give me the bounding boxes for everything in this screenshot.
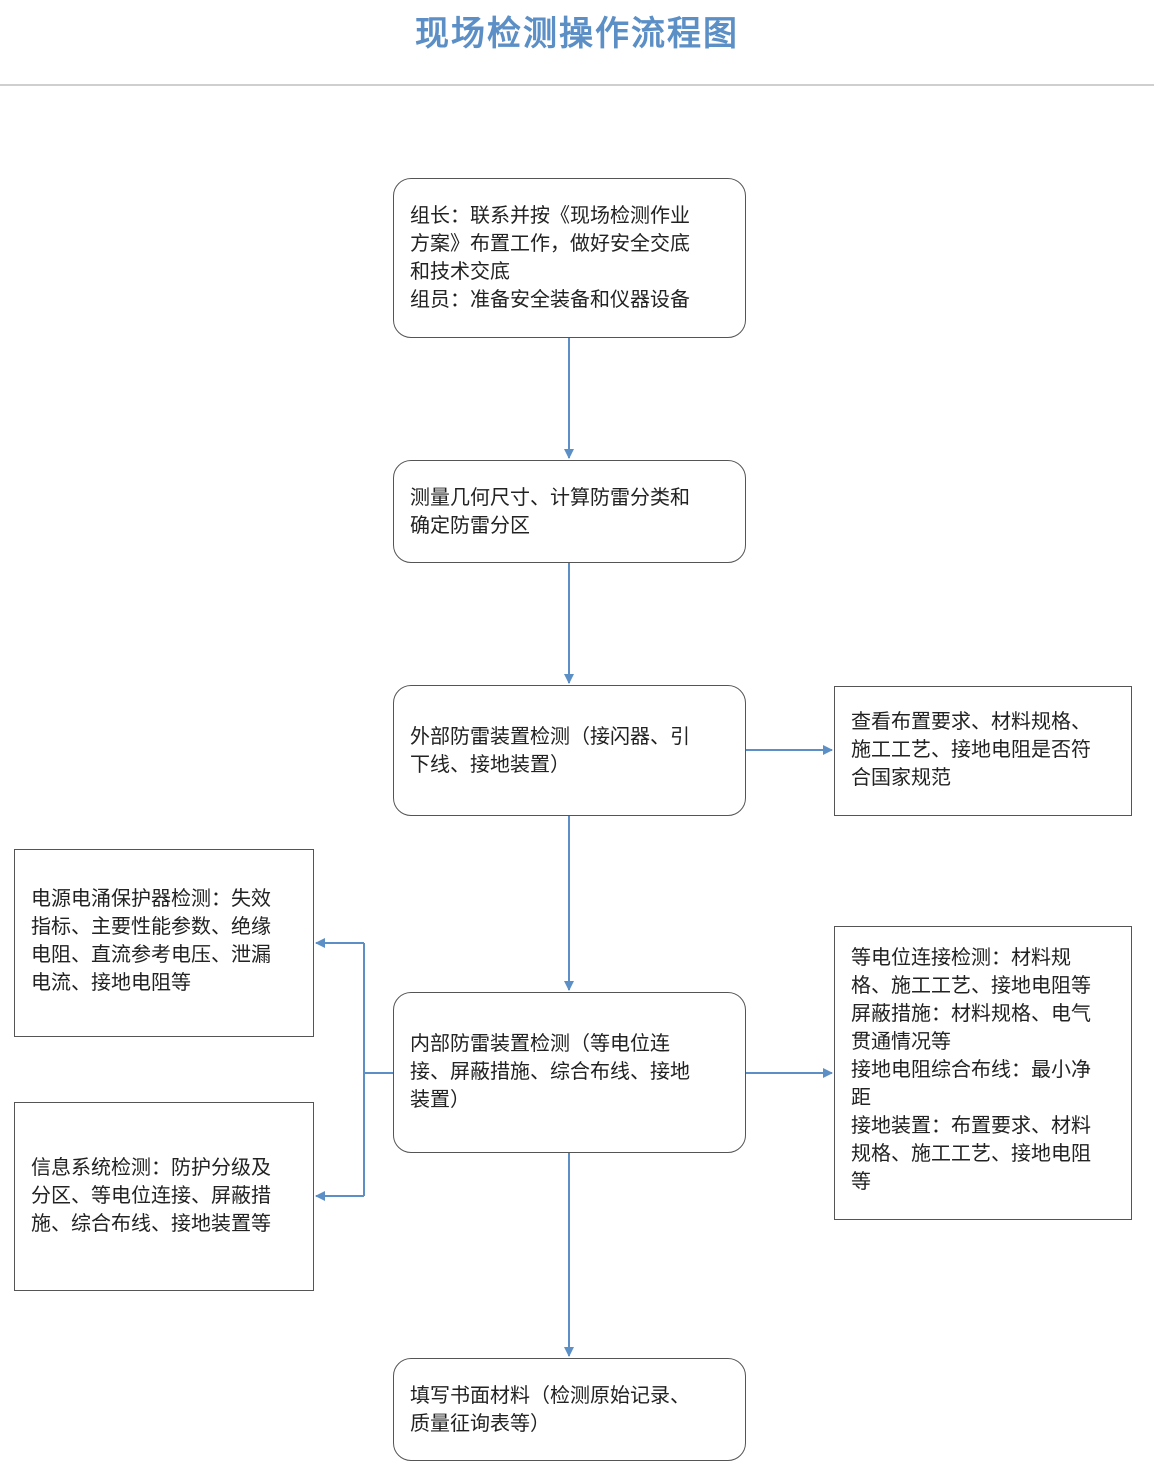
node-internal-check: 等电位连接检测：材料规 格、施工工艺、接地电阻等 屏蔽措施：材料规格、电气 贯通… <box>834 926 1132 1220</box>
title-divider <box>0 84 1154 86</box>
node-measure: 测量几何尺寸、计算防雷分类和 确定防雷分区 <box>393 460 746 563</box>
node-info-system: 信息系统检测：防护分级及 分区、等电位连接、屏蔽措 施、综合布线、接地装置等 <box>14 1102 314 1291</box>
node-external-check: 查看布置要求、材料规格、 施工工艺、接地电阻是否符 合国家规范 <box>834 686 1132 816</box>
node-surge-protector: 电源电涌保护器检测：失效 指标、主要性能参数、绝缘 电阻、直流参考电压、泄漏 电… <box>14 849 314 1037</box>
node-prepare: 组长：联系并按《现场检测作业 方案》布置工作，做好安全交底 和技术交底 组员：准… <box>393 178 746 338</box>
page-title: 现场检测操作流程图 <box>415 14 739 54</box>
node-internal-inspection: 内部防雷装置检测（等电位连 接、屏蔽措施、综合布线、接地 装置） <box>393 992 746 1153</box>
node-external-inspection: 外部防雷装置检测（接闪器、引 下线、接地装置） <box>393 685 746 816</box>
node-report: 填写书面材料（检测原始记录、 质量征询表等） <box>393 1358 746 1461</box>
